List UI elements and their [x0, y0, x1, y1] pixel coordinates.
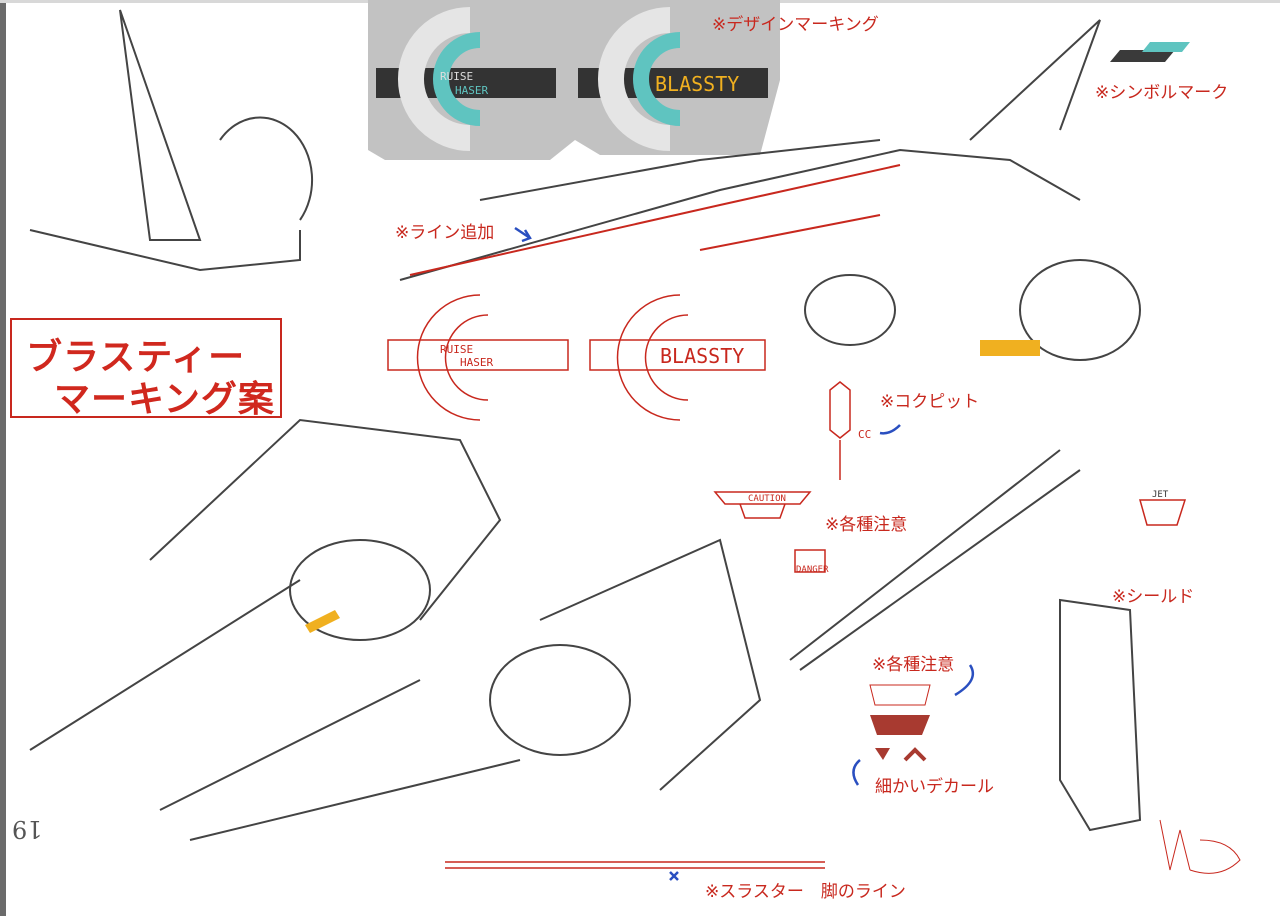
decal-ruise-sketch: RUISE	[440, 343, 474, 356]
title-line-2: マーキング案	[54, 379, 275, 420]
label-design-marking: ※デザインマーキング	[712, 15, 879, 35]
label-cockpit: ※コクピット	[880, 392, 980, 412]
decal-cc: CC	[858, 428, 872, 441]
blue-arrows	[514, 226, 975, 881]
label-fine-decals: 細かいデカール	[875, 777, 994, 797]
page-edge	[0, 0, 6, 916]
decal-blassty-sketch: BLASSTY	[660, 344, 745, 368]
decal-haser: HASER	[455, 84, 489, 97]
mecha-linework	[29, 9, 1142, 841]
blassty-emblem-top	[578, 7, 768, 151]
red-emblem-sketches	[387, 294, 1187, 869]
decal-caution: CAUTION	[748, 494, 786, 504]
label-cautions-1: ※各種注意	[825, 515, 908, 535]
decal-danger: DANGER	[796, 565, 829, 575]
decal-haser-sketch: HASER	[460, 356, 494, 369]
decal-blassty: BLASSTY	[655, 72, 740, 96]
cruise-chaser-emblem-top	[376, 7, 556, 151]
title-line-1: ブラスティー	[26, 337, 246, 378]
decal-jet: JET	[1152, 490, 1169, 500]
label-symbol-mark: ※シンボルマーク	[1095, 83, 1229, 103]
label-cautions-2: ※各種注意	[872, 655, 955, 675]
label-thruster-leg-line: ※スラスター 脚のライン	[705, 882, 906, 902]
page-number: 19	[12, 815, 43, 843]
label-line-added: ※ライン追加	[395, 223, 495, 243]
sheet-title-box: ブラスティー マーキング案	[10, 318, 282, 420]
label-shield: ※シールド	[1112, 587, 1195, 607]
signature	[1159, 819, 1241, 874]
decal-ruise: RUISE	[440, 70, 474, 83]
